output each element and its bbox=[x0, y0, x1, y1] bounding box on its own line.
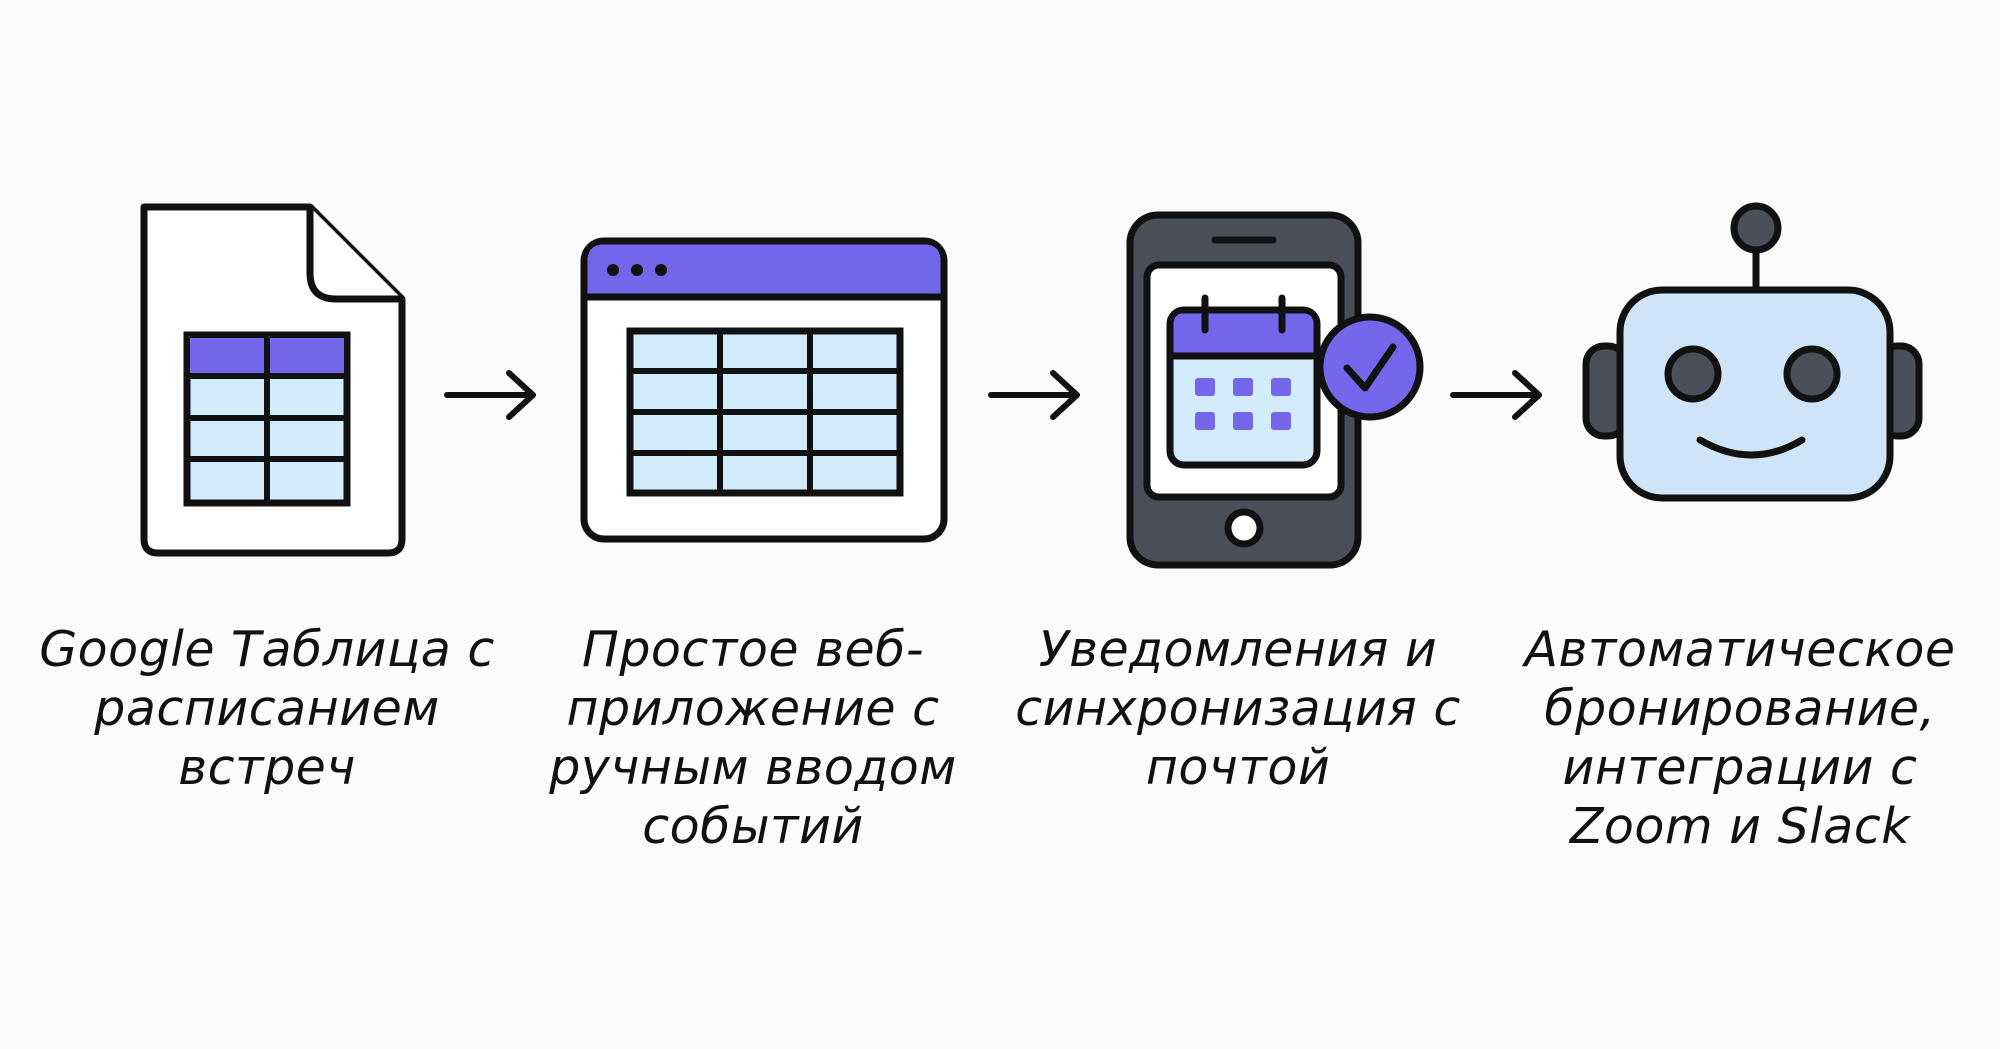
label-line: синхронизация с bbox=[1015, 680, 1461, 737]
label-line: событий bbox=[642, 798, 864, 855]
label-line: приложение с bbox=[566, 680, 940, 737]
label-line: Автоматическое bbox=[1524, 621, 1956, 678]
label-line: встреч bbox=[178, 739, 356, 796]
arrow-right-icon bbox=[444, 370, 536, 420]
label-line: ручным вводом bbox=[549, 739, 957, 796]
arrow-right-icon bbox=[1450, 370, 1542, 420]
arrow-right-icon bbox=[988, 370, 1080, 420]
label-line: расписанием bbox=[94, 680, 440, 737]
label-line: Zoom и Slack bbox=[1569, 798, 1911, 855]
step-label: Уведомления и синхронизация с почтой bbox=[998, 620, 1478, 797]
spreadsheet-file-icon bbox=[140, 203, 406, 557]
phone-calendar-check-icon bbox=[1126, 211, 1424, 569]
label-line: бронирование, bbox=[1544, 680, 1936, 737]
label-line: Уведомления и bbox=[1038, 621, 1438, 678]
step-label: Google Таблица с расписанием встреч bbox=[27, 620, 507, 797]
label-line: Google Таблица с bbox=[39, 621, 495, 678]
web-app-table-icon bbox=[580, 237, 948, 543]
step-label: Простое веб- приложение с ручным вводом … bbox=[513, 620, 993, 856]
robot-icon bbox=[1582, 202, 1923, 502]
label-line: почтой bbox=[1145, 739, 1331, 796]
label-line: интеграции с bbox=[1562, 739, 1918, 796]
step-label: Автоматическое бронирование, интеграции … bbox=[1500, 620, 1980, 856]
label-line: Простое веб- bbox=[581, 621, 925, 678]
